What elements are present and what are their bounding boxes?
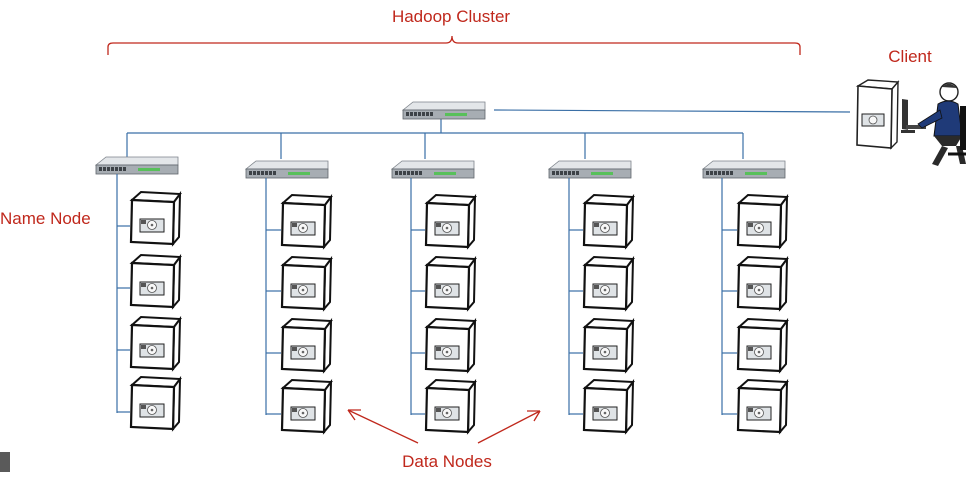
server-icon xyxy=(424,378,477,434)
server-icon xyxy=(736,255,789,311)
data-nodes-arrows xyxy=(347,409,541,444)
corner-marker xyxy=(0,452,10,472)
server-icon xyxy=(280,317,333,373)
server-icon xyxy=(129,375,182,431)
server-icon xyxy=(424,317,477,373)
data-nodes-label: Data Nodes xyxy=(402,452,492,471)
rack-data-node-1 xyxy=(245,160,333,434)
server-icon xyxy=(582,193,635,249)
switch-icon xyxy=(95,156,179,175)
name-node-label: Name Node xyxy=(0,209,91,228)
rack-data-node-4 xyxy=(702,160,789,434)
switch-icon xyxy=(245,160,329,179)
network-links xyxy=(126,109,851,159)
server-icon xyxy=(280,378,333,434)
core-switch-icon xyxy=(402,101,486,120)
server-icon xyxy=(736,193,789,249)
rack-data-node-3 xyxy=(548,160,635,434)
server-icon xyxy=(582,317,635,373)
client-workstation-icon xyxy=(855,79,966,166)
cluster-bracket xyxy=(107,35,801,55)
server-icon xyxy=(582,255,635,311)
server-icon xyxy=(129,253,182,309)
switch-icon xyxy=(702,160,786,179)
client-label: Client xyxy=(888,47,932,66)
switch-icon xyxy=(548,160,632,179)
server-icon xyxy=(736,317,789,373)
server-icon xyxy=(582,378,635,434)
switch-icon xyxy=(391,160,475,179)
server-icon xyxy=(424,255,477,311)
server-icon xyxy=(280,193,333,249)
server-icon xyxy=(129,315,182,371)
cluster-title: Hadoop Cluster xyxy=(392,7,510,26)
rack-name-node xyxy=(95,156,182,431)
rack-data-node-2 xyxy=(391,160,477,434)
server-icon xyxy=(736,378,789,434)
server-icon xyxy=(280,255,333,311)
server-icon xyxy=(424,193,477,249)
server-icon xyxy=(129,190,182,246)
